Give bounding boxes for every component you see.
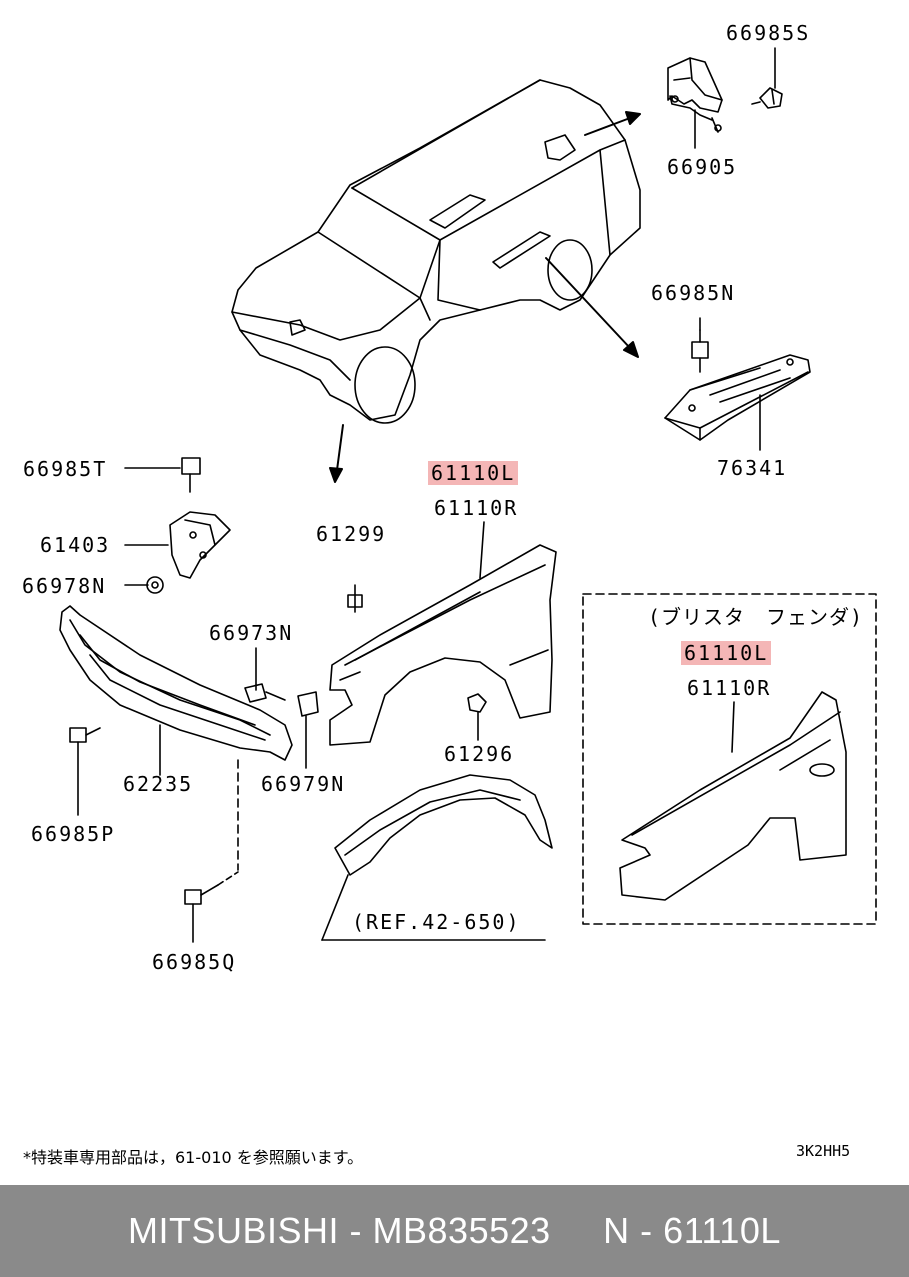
footer-bar: MITSUBISHI - MB835523 N - 61110L <box>0 1185 909 1277</box>
label-66985S: 66985S <box>726 21 811 45</box>
label-66985N: 66985N <box>651 281 736 305</box>
diagram-code: 3K2HH5 <box>796 1142 851 1160</box>
screw-66973N <box>244 647 286 703</box>
label-ref: (REF.42-650) <box>352 910 521 934</box>
label-62235: 62235 <box>123 772 194 796</box>
liner-ref-42-650 <box>321 774 553 941</box>
arrows <box>329 111 641 483</box>
label-66973N: 66973N <box>209 621 294 645</box>
label-blister-61110L: 61110L <box>681 641 772 665</box>
label-66905: 66905 <box>667 155 738 179</box>
highlight-61110L: 61110L <box>428 461 519 485</box>
label-61110R: 61110R <box>434 496 519 520</box>
nut-66978N <box>124 576 164 594</box>
label-blister-61110R: 61110R <box>687 676 772 700</box>
label-61403: 61403 <box>40 533 111 557</box>
label-61110L: 61110L <box>428 461 519 485</box>
blister-fender-box <box>582 593 877 925</box>
nut-61296 <box>467 693 487 741</box>
label-66985P: 66985P <box>31 822 116 846</box>
vehicle-outline <box>231 79 641 424</box>
grille-62235 <box>59 605 293 871</box>
label-76341: 76341 <box>717 456 788 480</box>
label-66985Q: 66985Q <box>152 950 237 974</box>
diagram-drawing <box>59 47 877 943</box>
bolt-66985T <box>124 457 201 493</box>
bracket-61403 <box>124 511 231 579</box>
clip-66979N <box>297 691 319 769</box>
highlight-blister-61110L: 61110L <box>681 641 772 665</box>
fender-61110 <box>329 521 557 746</box>
bolt-66985S <box>751 47 783 109</box>
bolt-66985N <box>691 317 709 373</box>
bolt-66985P <box>69 727 101 816</box>
label-61299: 61299 <box>316 522 387 546</box>
blister-fender-61110 <box>619 691 847 901</box>
parts-diagram: 66985S 66905 66985N 76341 61110L 61110R … <box>22 21 877 1167</box>
bracket-76341 <box>664 354 811 451</box>
label-61296: 61296 <box>444 742 515 766</box>
bracket-66905 <box>667 57 723 149</box>
label-blister-title: (ブリスタ フェンダ) <box>648 605 864 629</box>
bolt-66985Q <box>184 871 239 943</box>
footnote: *特装車専用部品は，61-010 を参照願います。 <box>23 1148 364 1167</box>
label-66979N: 66979N <box>261 772 346 796</box>
label-66978N: 66978N <box>22 574 107 598</box>
label-66985T: 66985T <box>23 457 108 481</box>
footer-part-number: MITSUBISHI - MB835523 N - 61110L <box>128 1210 781 1251</box>
